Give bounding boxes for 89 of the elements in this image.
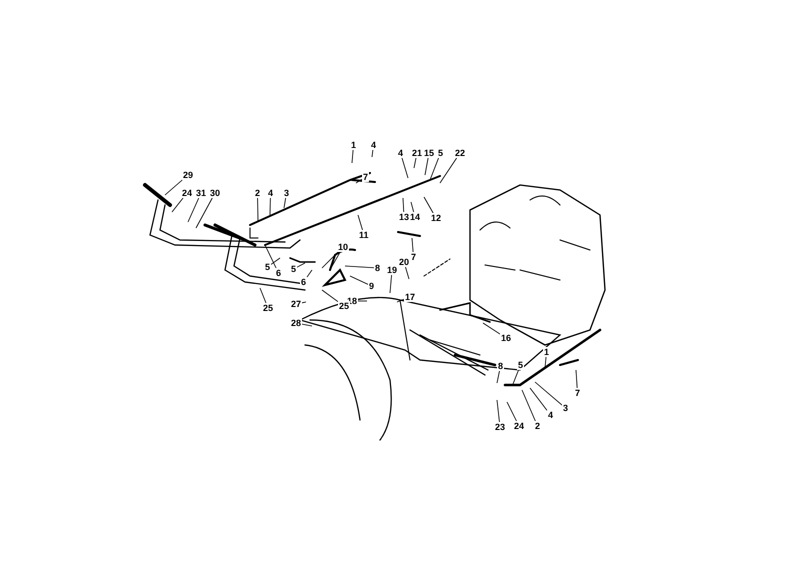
leader-line xyxy=(356,178,362,184)
leader-line xyxy=(424,158,428,176)
callout-number: 3 xyxy=(562,403,570,413)
callout-number: 4 xyxy=(267,188,274,198)
callout-number: 6 xyxy=(275,268,282,278)
leader-line xyxy=(522,390,536,422)
leader-line xyxy=(414,158,416,168)
callout-number: 3 xyxy=(283,188,290,198)
callout-number: 5 xyxy=(437,148,444,158)
callout-number: 7 xyxy=(362,172,370,182)
leader-line xyxy=(302,324,312,326)
callout-number: 23 xyxy=(494,422,506,432)
leader-line xyxy=(390,274,392,294)
leader-line xyxy=(260,288,266,304)
callout-number: 2 xyxy=(534,421,542,431)
callout-number: 6 xyxy=(300,277,308,287)
leader-line xyxy=(496,400,500,422)
leader-line xyxy=(322,290,338,302)
leader-line xyxy=(405,266,410,280)
callout-number: 21 xyxy=(411,148,424,158)
callout-number: 20 xyxy=(398,257,410,267)
callout-number: 7 xyxy=(574,388,582,398)
callout-number: 12 xyxy=(430,213,442,223)
leader-line xyxy=(506,402,517,422)
leader-line xyxy=(402,158,408,178)
leader-line xyxy=(302,302,306,304)
callout-number: 8 xyxy=(374,263,382,273)
callout-number: 11 xyxy=(358,230,370,240)
callout-number: 1 xyxy=(543,347,550,357)
callout-number: 1 xyxy=(350,140,358,150)
leader-line xyxy=(284,198,286,208)
leader-line xyxy=(330,252,341,268)
callout-number: 9 xyxy=(368,281,376,291)
callout-number: 15 xyxy=(423,148,436,158)
leader-line xyxy=(512,370,519,384)
callout-number: 31 xyxy=(195,188,208,198)
leader-line xyxy=(352,150,354,164)
callout-number: 30 xyxy=(209,188,222,198)
leader-line xyxy=(270,198,271,216)
leader-line xyxy=(257,198,258,222)
leader-line xyxy=(530,388,548,411)
callout-number: 2 xyxy=(254,188,262,198)
leader-line xyxy=(306,270,312,278)
leader-line xyxy=(188,198,200,222)
leader-line xyxy=(402,198,404,212)
callout-number: 4 xyxy=(547,410,554,420)
callout-number: 4 xyxy=(370,140,378,150)
leader-line xyxy=(196,198,213,228)
leader-line xyxy=(430,158,439,180)
leader-line xyxy=(344,266,374,268)
leader-line xyxy=(358,300,368,302)
callout-number: 4 xyxy=(397,148,404,158)
leader-line xyxy=(544,356,546,368)
callout-number: 5 xyxy=(290,264,298,274)
callout-number: 8 xyxy=(497,361,504,371)
callout-number: 17 xyxy=(404,292,416,302)
callout-number: 28 xyxy=(290,318,302,328)
leader-line xyxy=(322,252,338,268)
callout-number: 25 xyxy=(338,301,350,311)
leader-line xyxy=(264,244,276,268)
callout-number: 19 xyxy=(386,265,398,275)
callout-number: 22 xyxy=(454,148,466,158)
callout-number: 16 xyxy=(500,333,512,343)
leader-line xyxy=(172,198,184,212)
callout-number: 10 xyxy=(337,242,350,252)
leader-line xyxy=(424,196,434,214)
callout-number: 7 xyxy=(410,252,418,262)
leader-line xyxy=(482,322,500,334)
callout-number: 13 xyxy=(398,212,410,222)
callout-number: 24 xyxy=(181,188,194,198)
leader-line xyxy=(270,258,280,265)
leader-line xyxy=(296,262,306,268)
leader-line xyxy=(496,370,500,384)
leader-line xyxy=(358,214,363,230)
leader-line xyxy=(412,238,414,252)
callout-number: 5 xyxy=(264,262,272,272)
callout-number: 24 xyxy=(513,421,526,431)
leader-line xyxy=(410,202,414,212)
leader-line xyxy=(576,370,578,388)
callout-number: 14 xyxy=(409,212,422,222)
callout-number: 25 xyxy=(262,303,274,313)
leader-line xyxy=(164,180,183,196)
leader-line xyxy=(440,158,458,184)
leader-line xyxy=(350,276,368,285)
callout-number: 29 xyxy=(182,170,194,180)
leader-line xyxy=(534,382,562,406)
callout-number: 5 xyxy=(517,360,524,370)
leader-line xyxy=(396,298,404,302)
callout-number: 27 xyxy=(290,299,302,309)
